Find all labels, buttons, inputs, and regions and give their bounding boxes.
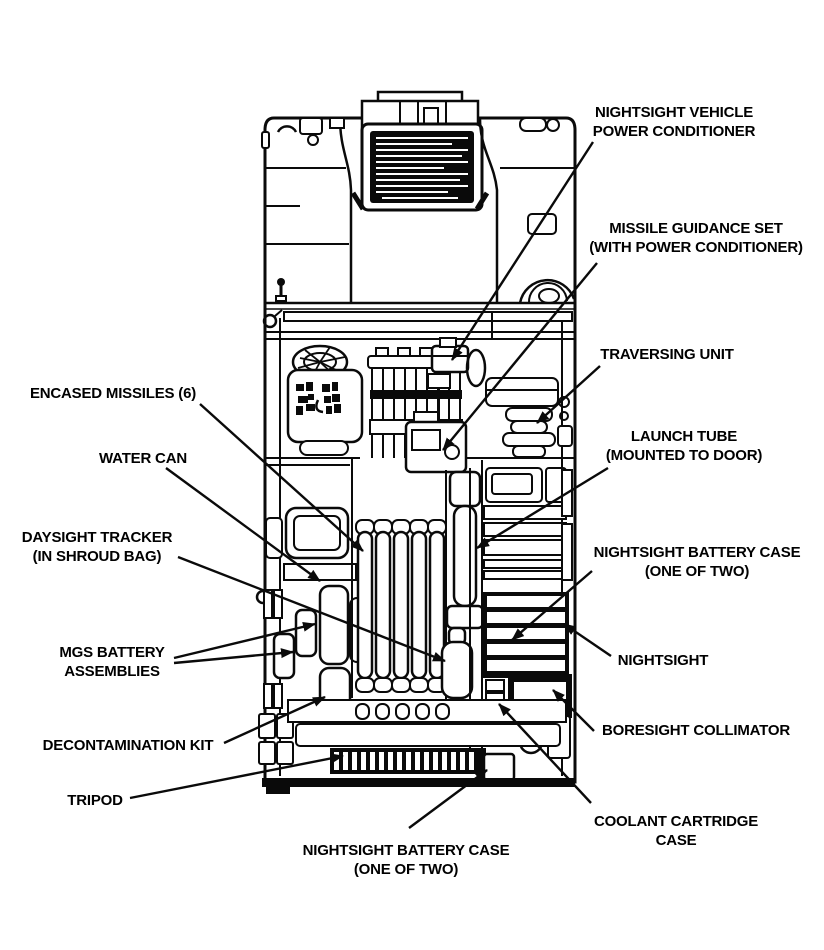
leader-encased-missiles (199, 403, 364, 552)
mgs-battery-2 (272, 632, 296, 680)
label-traversing-unit: TRAVERSING UNIT (600, 346, 734, 363)
leader-boresight-collimator (552, 689, 595, 732)
leader-mgs-battery-2 (173, 648, 294, 665)
hood-latch-right (519, 117, 547, 132)
leader-missile-guidance-set (442, 262, 598, 451)
leader-mgs-battery-1 (173, 621, 316, 660)
traversing-unit-shape (485, 377, 573, 458)
small-access-panel (527, 213, 557, 235)
floor-base (262, 778, 575, 794)
nightsight-battery-case-bottom-shape (482, 752, 516, 782)
roof-hatch (360, 90, 480, 129)
missile-guidance-set-unit (404, 373, 468, 474)
daysight-shroud-bag (440, 626, 474, 700)
label-encased-missiles: ENCASED MISSILES (6) (29, 385, 197, 402)
leader-traversing-unit (536, 365, 601, 424)
label-nightsight-battery-case-bottom: NIGHTSIGHT BATTERY CASE(ONE OF TWO) (302, 842, 510, 878)
tie-down-ring (262, 313, 278, 329)
leader-coolant-cartridge-case (498, 703, 592, 804)
label-decontamination-kit: DECONTAMINATION KIT (42, 737, 214, 754)
leader-nightsight-battery-case-right (511, 570, 593, 641)
leader-decontamination-kit (223, 695, 326, 745)
label-water-can: WATER CAN (99, 450, 187, 467)
leader-nightsight (563, 623, 612, 657)
leader-lines (129, 141, 612, 829)
leader-daysight-tracker (177, 555, 446, 663)
label-nightsight: NIGHTSIGHT (617, 652, 709, 669)
label-tripod: TRIPOD (67, 792, 123, 809)
wheel-arch (518, 278, 576, 304)
launch-tube-shape (445, 470, 485, 630)
encased-missiles-rack (351, 458, 447, 700)
nightsight-battery-slats (483, 592, 569, 678)
label-daysight-tracker: DAYSIGHT TRACKER(IN SHROUD BAG) (21, 529, 173, 565)
leader-tripod (129, 753, 344, 800)
leader-nightsight-vehicle-power-conditioner (450, 141, 595, 361)
grille-plate (360, 122, 484, 212)
latch-mark-right (474, 191, 490, 211)
stencil-panel (286, 368, 364, 456)
bulkhead-beam (262, 309, 575, 340)
hood-section (261, 117, 576, 310)
hood-latch-left (276, 125, 298, 133)
tripod-shape (330, 748, 486, 774)
label-boresight-collimator: BORESIGHT COLLIMATOR (602, 722, 790, 739)
strap-pad (299, 440, 349, 456)
leader-water-can (165, 467, 321, 582)
bench-rail (287, 699, 567, 747)
latch-mark-left (350, 191, 366, 211)
left-stowage-column (255, 506, 367, 765)
label-nightsight-battery-case-right: NIGHTSIGHT BATTERY CASE(ONE OF TWO) (593, 544, 801, 580)
label-missile-guidance-set: MISSILE GUIDANCE SET(WITH POWER CONDITIO… (589, 220, 803, 256)
mgs-battery-1 (294, 608, 318, 658)
label-launch-tube: LAUNCH TUBE(MOUNTED TO DOOR) (605, 428, 763, 464)
leader-nightsight-battery-case-bottom (408, 769, 488, 829)
water-can-shape (318, 584, 350, 666)
hook-glyph (315, 399, 324, 414)
leader-launch-tube (476, 466, 609, 550)
